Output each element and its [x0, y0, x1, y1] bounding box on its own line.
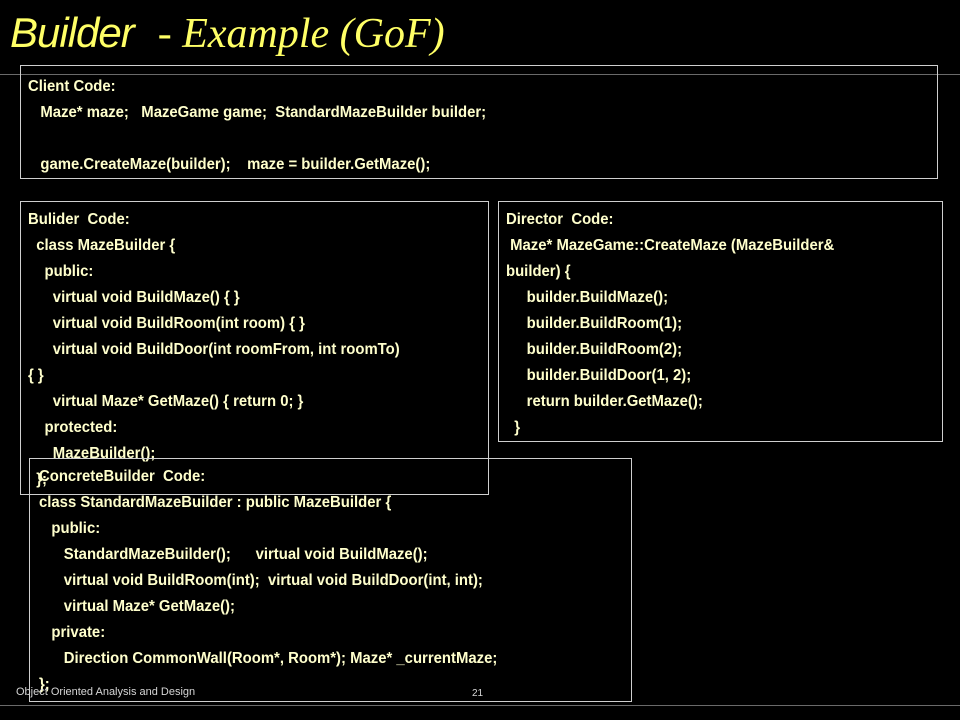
client-code-line: Maze* maze; MazeGame game; StandardMazeB… [28, 104, 487, 121]
builder-code-line: class MazeBuilder { [28, 237, 176, 254]
director-code-line: Maze* MazeGame::CreateMaze (MazeBuilder& [506, 237, 835, 254]
slide-title-suffix: - Example (GoF) [157, 11, 445, 57]
client-code-line [28, 126, 873, 152]
builder-code-line: public: [28, 263, 94, 280]
slide-title-main: Builder [10, 9, 135, 56]
director-code-line: builder) { [506, 263, 571, 280]
concrete-builder-code-line: virtual void BuildRoom(int); virtual voi… [39, 572, 483, 589]
builder-code-line: { } [28, 367, 44, 384]
concrete-builder-code-box: ConcreteBuilder Code: class StandardMaze… [29, 458, 632, 702]
concrete-builder-code-line: virtual Maze* GetMaze(); [39, 598, 235, 615]
director-code-heading: Director Code: [506, 211, 614, 228]
builder-code-line: virtual void BuildDoor(int roomFrom, int… [28, 341, 400, 358]
director-code-line: builder.BuildDoor(1, 2); [506, 367, 692, 384]
concrete-builder-code-heading: ConcreteBuilder Code: [39, 468, 206, 485]
director-code-line: return builder.GetMaze(); [506, 393, 703, 410]
concrete-builder-code-line: }; [39, 676, 50, 693]
builder-code-line: virtual Maze* GetMaze() { return 0; } [28, 393, 304, 410]
concrete-builder-code-line: StandardMazeBuilder(); virtual void Buil… [39, 546, 428, 563]
concrete-builder-code-text: ConcreteBuilder Code: class StandardMaze… [39, 464, 590, 698]
director-code-line: builder.BuildRoom(1); [506, 315, 683, 332]
concrete-builder-code-line: Direction CommonWall(Room*, Room*); Maze… [39, 650, 498, 667]
footer-divider [0, 705, 960, 706]
course-name-footer: Object Oriented Analysis and Design [16, 686, 196, 698]
concrete-builder-code-line: private: [39, 624, 106, 641]
builder-code-text: Bulider Code: class MazeBuilder { public… [28, 207, 456, 493]
director-code-text: Director Code: Maze* MazeGame::CreateMaz… [506, 207, 911, 441]
builder-code-line: MazeBuilder(); [28, 445, 156, 462]
builder-code-box: Bulider Code: class MazeBuilder { public… [20, 201, 489, 495]
builder-code-line: virtual void BuildMaze() { } [28, 289, 240, 306]
concrete-builder-code-line: public: [39, 520, 101, 537]
director-code-line: } [506, 419, 521, 436]
client-code-line: game.CreateMaze(builder); maze = builder… [28, 156, 431, 173]
director-code-line: builder.BuildRoom(2); [506, 341, 683, 358]
slide-title: Builder - Example (GoF) [10, 9, 445, 57]
concrete-builder-code-line: class StandardMazeBuilder : public MazeB… [39, 494, 392, 511]
client-code-box: Client Code: Maze* maze; MazeGame game; … [20, 65, 938, 179]
builder-code-line: virtual void BuildRoom(int room) { } [28, 315, 305, 332]
builder-code-line: }; [28, 471, 48, 488]
title-divider [0, 74, 960, 75]
builder-code-heading: Bulider Code: [28, 211, 130, 228]
director-code-box: Director Code: Maze* MazeGame::CreateMaz… [498, 201, 943, 442]
builder-code-line: protected: [28, 419, 118, 436]
page-number: 21 [472, 688, 484, 699]
client-code-text: Client Code: Maze* maze; MazeGame game; … [28, 74, 873, 178]
client-code-heading: Client Code: [28, 78, 116, 95]
director-code-line: builder.BuildMaze(); [506, 289, 669, 306]
